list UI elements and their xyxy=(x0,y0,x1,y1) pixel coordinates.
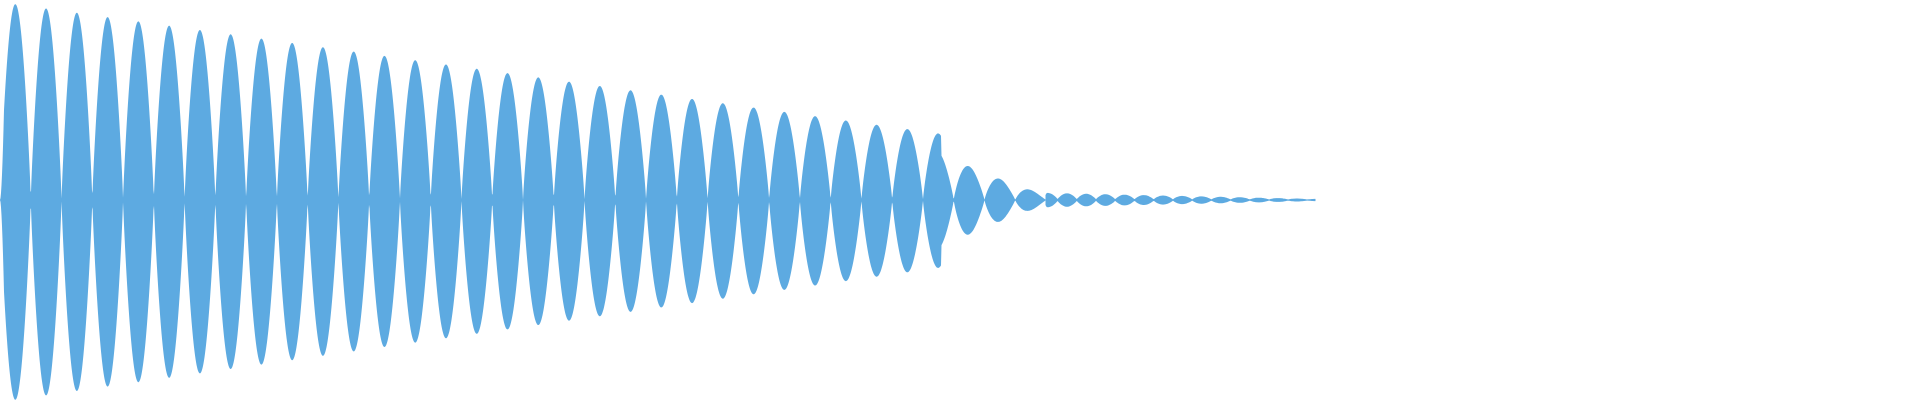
waveform-tail xyxy=(1045,192,1316,208)
waveform-body xyxy=(0,4,1046,400)
